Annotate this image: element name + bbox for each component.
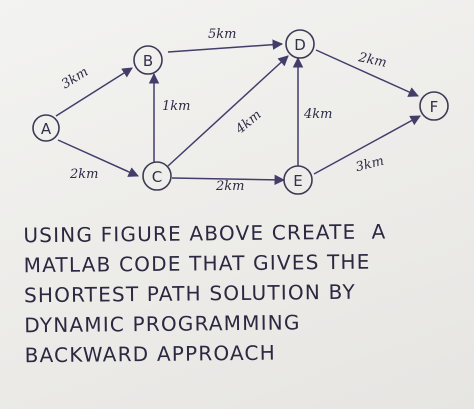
node-c-label: C bbox=[152, 168, 162, 186]
edge-e-f-label: 3km bbox=[354, 154, 385, 175]
node-b-label: B bbox=[143, 52, 153, 70]
node-f: F bbox=[419, 91, 449, 121]
edge-c-e-label: 2km bbox=[215, 179, 244, 194]
node-e-label: E bbox=[293, 172, 302, 190]
edge-e-d-label: 4km bbox=[303, 107, 332, 122]
question-text: USING FIGURE ABOVE CREATE A MATLAB CODE … bbox=[23, 216, 455, 370]
node-d-label: D bbox=[294, 36, 306, 54]
node-b: B bbox=[133, 45, 163, 75]
node-d: D bbox=[285, 29, 315, 59]
edge-b-d bbox=[167, 39, 284, 53]
edge-e-f bbox=[313, 115, 421, 175]
edge-a-c-label: 2km bbox=[69, 167, 98, 182]
node-f-label: F bbox=[430, 98, 439, 116]
question-line: USING FIGURE ABOVE CREATE A bbox=[23, 219, 387, 248]
question-line: BACKWARD APPROACH bbox=[24, 340, 277, 368]
question-line: SHORTEST PATH SOLUTION BY bbox=[23, 279, 356, 308]
edge-a-c bbox=[57, 139, 139, 177]
node-a-label: A bbox=[41, 120, 52, 138]
node-c: C bbox=[142, 161, 172, 191]
node-e: E bbox=[283, 165, 313, 195]
edge-a-b bbox=[55, 67, 133, 117]
edge-a-b-label: 3km bbox=[59, 65, 91, 93]
node-a: A bbox=[32, 114, 60, 142]
edge-c-d-label: 4km bbox=[232, 107, 264, 137]
question-line: DYNAMIC PROGRAMMING bbox=[24, 310, 301, 338]
edge-d-f bbox=[315, 49, 419, 97]
edge-c-d bbox=[167, 55, 289, 167]
edge-c-b-label: 1km bbox=[162, 99, 190, 114]
question-line: MATLAB CODE THAT GIVES THE bbox=[23, 249, 371, 278]
edge-b-d-label: 5km bbox=[208, 27, 236, 42]
edge-d-f-label: 2km bbox=[356, 50, 388, 71]
edge-c-e bbox=[171, 174, 286, 186]
network-diagram: 3km 2km 1km 5km 4km 2km 4km 2km 3km A B … bbox=[32, 27, 449, 195]
